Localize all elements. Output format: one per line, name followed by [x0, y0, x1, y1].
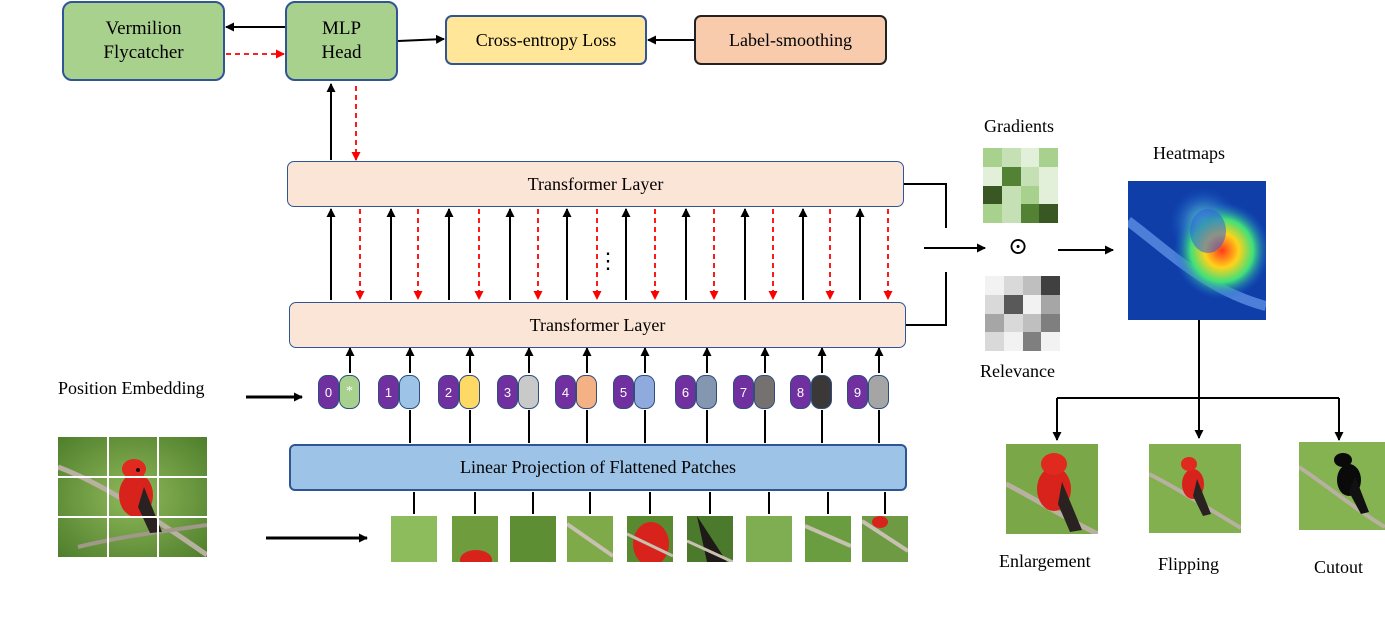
image-patch-9	[862, 516, 908, 562]
flipping-image	[1149, 444, 1241, 533]
token-index-3: 3	[497, 375, 518, 409]
class-label-box: Vermilion Flycatcher	[62, 1, 225, 81]
token-embedding-9	[868, 375, 889, 409]
token-embedding-3	[518, 375, 539, 409]
token-index-2: 2	[438, 375, 459, 409]
token-index-1: 1	[378, 375, 399, 409]
image-patch-3	[510, 516, 556, 562]
token-index-8: 8	[790, 375, 811, 409]
matrix-cell	[1001, 185, 1021, 205]
input-image	[58, 437, 207, 557]
hadamard-symbol: ⊙	[1008, 234, 1029, 260]
cutout-visual	[1299, 442, 1385, 530]
linear-projection-box: Linear Projection of Flattened Patches	[289, 444, 907, 491]
matrix-cell	[1039, 204, 1058, 223]
token-embedding-6	[696, 375, 717, 409]
relevance-label: Relevance	[980, 361, 1055, 381]
gradients-label: Gradients	[984, 116, 1054, 136]
matrix-cell	[983, 166, 1002, 186]
label-smoothing-box: Label-smoothing	[694, 15, 887, 65]
token-index-5: 5	[613, 375, 634, 409]
position-embedding-label: Position Embedding	[58, 378, 205, 398]
token-embedding-7	[754, 375, 775, 409]
matrix-cell	[1041, 332, 1060, 351]
token-embedding-0: *	[339, 375, 360, 409]
image-patch-2	[452, 516, 498, 562]
matrix-cell	[1041, 276, 1060, 295]
augmentation-label-cutout: Cutout	[1314, 557, 1364, 577]
matrix-cell	[985, 332, 1004, 351]
image-patch-5	[627, 516, 673, 562]
heatmaps-label: Heatmaps	[1153, 143, 1225, 163]
token-index-6: 6	[675, 375, 696, 409]
matrix-cell	[1022, 294, 1042, 314]
matrix-cell	[1003, 313, 1023, 333]
cutout-image	[1299, 442, 1385, 530]
matrix-cell	[1001, 148, 1021, 167]
matrix-cell	[1041, 294, 1060, 314]
matrix-cell	[983, 204, 1002, 223]
augmentation-label-enlargement: Enlargement	[999, 551, 1091, 571]
matrix-cell	[1039, 166, 1058, 186]
image-patch-4	[567, 516, 613, 562]
cross-entropy-loss-box: Cross-entropy Loss	[445, 15, 647, 65]
token-embedding-2	[459, 375, 480, 409]
matrix-cell	[983, 148, 1002, 167]
bird-image	[58, 437, 207, 557]
augmentation-label-flipping: Flipping	[1158, 554, 1220, 574]
heatmap-image	[1128, 181, 1266, 320]
matrix-cell	[1003, 332, 1023, 351]
mlp-head-box: MLP Head	[285, 1, 398, 81]
relevance-matrix	[985, 276, 1060, 351]
transformer-layer-bottom: Transformer Layer	[289, 302, 906, 348]
wire-bottom-layer-out	[906, 272, 947, 326]
arrow-mlp-to-loss	[397, 34, 445, 44]
matrix-cell	[1001, 166, 1021, 186]
token-index-9: 9	[847, 375, 868, 409]
matrix-cell	[1020, 166, 1040, 186]
matrix-cell	[1020, 185, 1040, 205]
token-embedding-4	[576, 375, 597, 409]
matrix-cell	[1041, 313, 1060, 333]
wire-top-layer-out	[904, 183, 947, 228]
matrix-cell	[1020, 204, 1040, 223]
matrix-cell	[1039, 148, 1058, 167]
image-patch-8	[805, 516, 851, 562]
enlargement-image	[1006, 444, 1098, 534]
matrix-cell	[1003, 276, 1023, 295]
matrix-cell	[985, 313, 1004, 333]
matrix-cell	[1020, 148, 1040, 167]
image-patch-7	[746, 516, 792, 562]
matrix-cell	[1003, 294, 1023, 314]
token-index-0: 0	[318, 375, 339, 409]
token-index-7: 7	[733, 375, 754, 409]
heatmap-visual	[1128, 181, 1266, 320]
matrix-cell	[983, 185, 1002, 205]
matrix-cell	[985, 276, 1004, 295]
matrix-cell	[1039, 185, 1058, 205]
flipping-visual	[1149, 444, 1241, 533]
token-index-4: 4	[555, 375, 576, 409]
enlargement-visual	[1006, 444, 1098, 534]
matrix-cell	[985, 294, 1004, 314]
matrix-cell	[1022, 332, 1042, 351]
gradients-matrix	[983, 148, 1058, 223]
image-patch-1	[391, 516, 437, 562]
matrix-cell	[1022, 313, 1042, 333]
token-embedding-8	[811, 375, 832, 409]
matrix-cell	[1022, 276, 1042, 295]
image-patch-6	[687, 516, 733, 562]
matrix-cell	[1001, 204, 1021, 223]
token-embedding-5	[634, 375, 655, 409]
layer-ellipsis: ⋮	[597, 248, 619, 273]
token-embedding-1	[399, 375, 420, 409]
transformer-layer-top: Transformer Layer	[287, 161, 904, 207]
